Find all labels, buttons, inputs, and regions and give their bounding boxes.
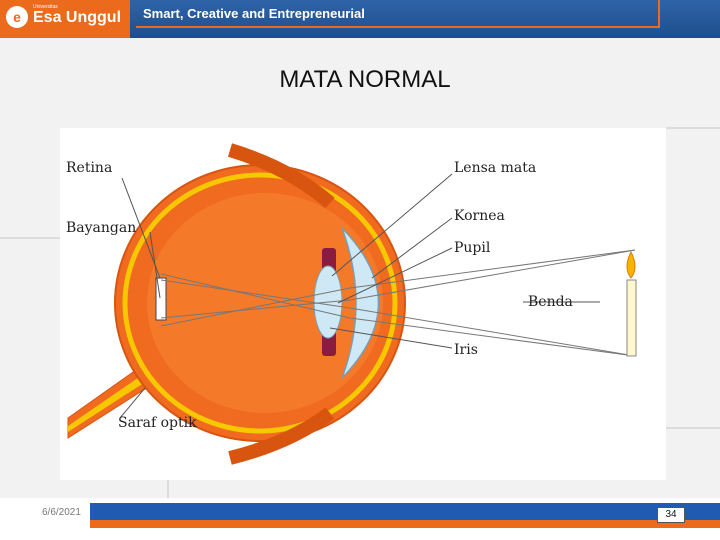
footer-bar [90,503,720,520]
label-pupil: Pupil [454,240,491,256]
candle [626,250,637,357]
footer-accent [90,520,720,528]
label-retina: Retina [66,160,112,176]
label-saraf-optik: Saraf optik [118,415,197,431]
header-tagline: Smart, Creative and Entrepreneurial [143,6,365,21]
label-bayangan: Bayangan [66,220,136,236]
eye-diagram-svg: Retina Bayangan Saraf optik Lensa mata K… [66,143,637,465]
logo-emblem-icon: e [6,6,28,28]
slide-title: MATA NORMAL [279,66,451,93]
leader-lines [119,173,600,419]
slide-date: 6/6/2021 [42,507,81,518]
cornea [341,227,380,379]
label-benda: Benda [528,294,573,310]
university-logo[interactable]: e Universitas Esa Unggul [0,0,130,38]
label-lensa-mata: Lensa mata [454,160,536,176]
header-bar: e Universitas Esa Unggul Smart, Creative… [0,0,720,38]
eye-diagram: Retina Bayangan Saraf optik Lensa mata K… [60,128,666,480]
logo-tagline: Universitas [33,4,58,10]
logo-text: Esa Unggul [33,9,122,26]
label-kornea: Kornea [454,208,505,224]
page-number: 34 [657,507,685,523]
label-iris: Iris [454,342,478,358]
eyeball [114,143,406,465]
light-rays [160,249,636,357]
retina-image [155,277,167,321]
background-lines [0,127,720,498]
tagline-frame [136,0,660,28]
